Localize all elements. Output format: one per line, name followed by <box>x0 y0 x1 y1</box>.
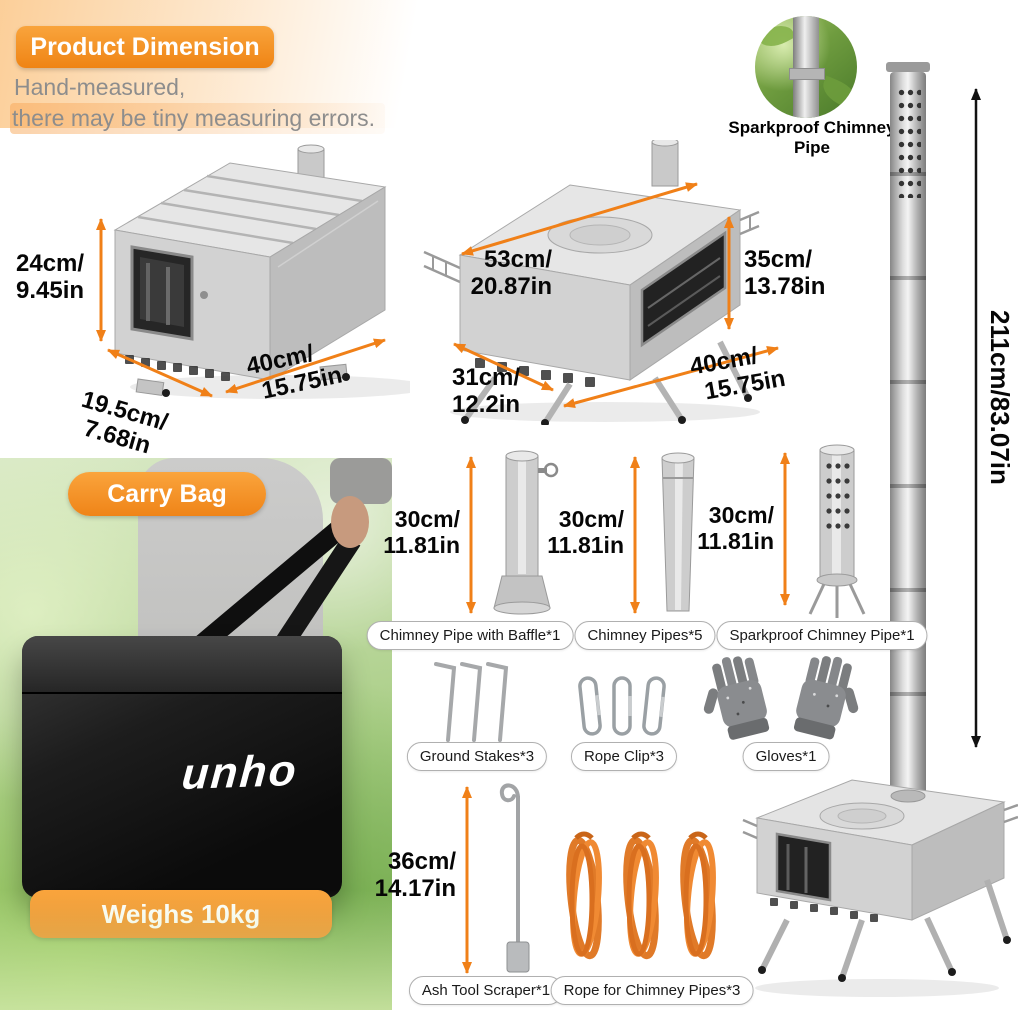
ground-stakes-illustration <box>434 662 509 742</box>
note-line2-wrap: there may be tiny measuring errors. <box>10 103 386 134</box>
note-line2: there may be tiny measuring errors. <box>10 103 386 134</box>
dimension-arrow <box>225 338 386 394</box>
page-title-banner: Product Dimension <box>16 26 274 68</box>
inset-pipe-collar <box>789 68 825 80</box>
label-ash-tool: Ash Tool Scraper*1 <box>408 976 564 1005</box>
ash-tool-illustration <box>499 783 530 973</box>
dim-folded-height: 24cm/ 9.45in <box>16 250 85 305</box>
dimension-arrow <box>453 342 554 392</box>
label-chimney-pipes: Chimney Pipes*5 <box>574 621 716 650</box>
label-ground-stakes: Ground Stakes*3 <box>406 742 548 771</box>
dim-total-height: 211cm/83.07in <box>985 310 1015 485</box>
carry-bag-photo: unho Carry Bag Weighs 10kg <box>0 458 392 1010</box>
chimney-pipe-illustration <box>661 452 695 612</box>
sparkproof-pipe-inset-photo <box>755 16 857 118</box>
label-chimney-pipe-baffle: Chimney Pipe with Baffle*1 <box>366 621 574 650</box>
label-rope-clip: Rope Clip*3 <box>570 742 678 771</box>
inset-label: Sparkproof Chimney Pipe <box>728 118 896 157</box>
dim-open-diagonal: 53cm/ 20.87in <box>470 246 552 301</box>
stove-assembled-illustration <box>742 779 1018 997</box>
label-ropes: Rope for Chimney Pipes*3 <box>550 976 754 1005</box>
leaf-icon <box>818 75 857 111</box>
dim-open-height: 35cm/ 13.78in <box>744 246 826 301</box>
spark-arrestor-holes <box>897 86 921 198</box>
brand-logo: unho <box>180 745 300 800</box>
rope-clips-illustration <box>578 676 666 736</box>
dim-pipe2: 30cm/ 11.81in <box>547 506 624 559</box>
page-title: Product Dimension <box>30 32 260 61</box>
carry-bag-banner: Carry Bag <box>68 472 266 516</box>
dimension-arrow <box>724 216 734 330</box>
dimension-arrow <box>563 346 779 408</box>
dimension-arrow <box>462 786 472 974</box>
dim-pipe1: 30cm/ 11.81in <box>383 506 460 559</box>
dimension-arrow <box>461 182 698 256</box>
dimension-arrow <box>630 456 640 614</box>
ropes-illustration <box>566 831 716 960</box>
label-gloves: Gloves*1 <box>742 742 830 771</box>
dim-pipe3: 30cm/ 11.81in <box>697 502 774 555</box>
dimension-arrow <box>96 218 106 342</box>
dim-open-depth: 31cm/ 12.2in <box>452 364 521 419</box>
gloves-illustration <box>703 656 859 740</box>
leaf-icon <box>756 19 796 53</box>
chimney-top-cap <box>886 62 930 72</box>
inset-chimney-pipe <box>793 16 819 118</box>
note-line1: Hand-measured, <box>14 74 186 100</box>
label-sparkproof-pipe: Sparkproof Chimney Pipe*1 <box>716 621 928 650</box>
chimney-pipe-baffle-illustration <box>493 450 559 615</box>
dimension-arrow <box>780 452 790 606</box>
dim-ash-tool: 36cm/ 14.17in <box>374 848 456 903</box>
carry-bag: unho <box>22 636 342 898</box>
dimension-arrow <box>107 348 213 398</box>
total-height-arrow <box>971 88 981 748</box>
dimension-arrow <box>466 456 476 614</box>
weight-banner: Weighs 10kg <box>30 890 332 938</box>
sparkproof-pipe-illustration <box>808 444 866 618</box>
